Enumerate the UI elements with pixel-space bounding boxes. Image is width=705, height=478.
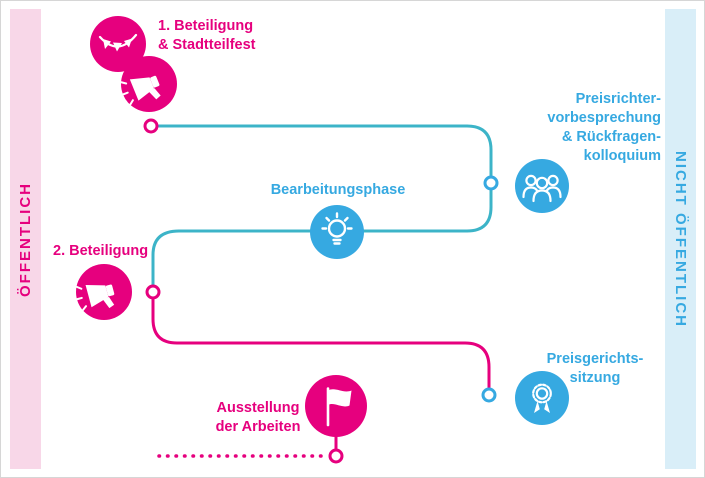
flow-node-2 <box>483 175 499 191</box>
icon-circle <box>305 375 367 437</box>
jury-people-icon <box>515 159 569 213</box>
megaphone-glyph <box>75 284 115 312</box>
connector-3 <box>151 297 491 390</box>
label-beteiligung-2: 2. Beteiligung <box>53 243 149 259</box>
ribbon-right <box>544 401 550 413</box>
label-beteiligung-1: 1. Beteiligung & Stadtteilfest <box>158 18 256 54</box>
flag-icon <box>305 375 367 437</box>
flow-node-1 <box>143 118 159 134</box>
non-public-band: NICHT ÖFFENTLICH <box>665 9 696 469</box>
lightbulb-icon <box>310 205 364 259</box>
label-bearbeitungsphase: Bearbeitungsphase <box>270 182 406 198</box>
person-front-head <box>535 176 549 190</box>
bunting-icon <box>98 33 138 52</box>
public-band: ÖFFENTLICH <box>10 9 41 469</box>
flow-node-5 <box>328 448 344 464</box>
flow-node-3 <box>145 284 161 300</box>
label-preisrichter: Preisrichter- vorbesprechung & Rückfrage… <box>547 91 661 165</box>
megaphone-icon <box>120 75 161 106</box>
medal-icon <box>515 371 569 425</box>
festival-icon <box>90 16 177 112</box>
bulb-glyph <box>321 212 353 245</box>
ribbon-left <box>534 401 540 413</box>
person-front-body <box>532 189 552 203</box>
flag-cloth <box>328 389 352 407</box>
flow-node-4 <box>481 387 497 403</box>
megaphone-icon <box>75 264 132 320</box>
connector-1 <box>157 124 493 178</box>
label-ausstellung: Ausstellung der Arbeiten <box>215 400 301 436</box>
icon-circle <box>310 205 364 259</box>
rosette-glyph <box>532 383 552 404</box>
label-preisgericht: Preisgerichts- sitzung <box>546 351 644 387</box>
